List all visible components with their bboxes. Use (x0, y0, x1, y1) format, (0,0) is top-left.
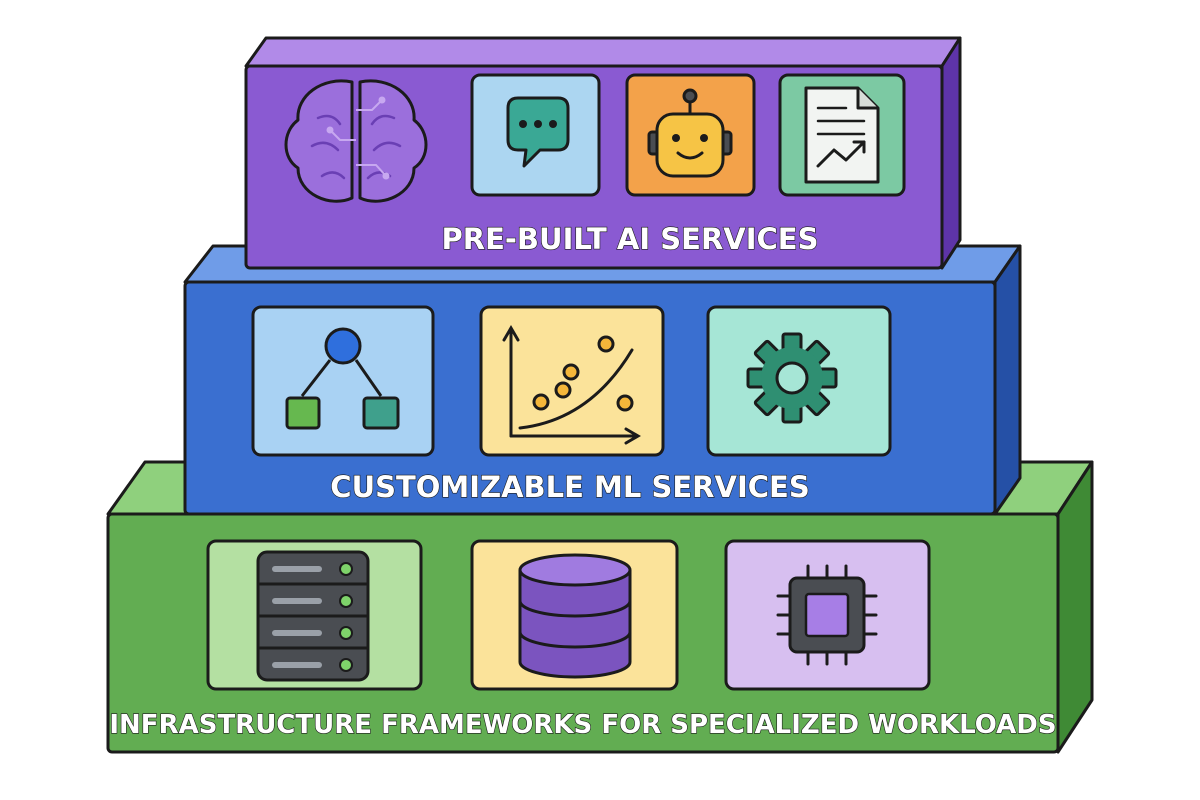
gear-tile (706, 305, 892, 457)
document-chart-icon (804, 86, 880, 184)
document-chart-tile (778, 73, 906, 197)
robot-icon (647, 88, 733, 178)
hierarchy-icon (285, 327, 400, 430)
chat-bubble-tile (470, 73, 601, 197)
layer-prebuilt-ai-label: PRE-BUILT AI SERVICES (442, 222, 819, 256)
layer-prebuilt-ai-top-face (244, 36, 962, 68)
server-icon (256, 550, 370, 682)
database-tile (470, 539, 679, 691)
layer-customizable-ml: CUSTOMIZABLE ML SERVICES (183, 244, 1022, 516)
layer-customizable-ml-side-face (993, 244, 1022, 516)
database-icon (518, 553, 632, 679)
processor-chip-icon (776, 564, 878, 666)
scatter-plot-tile (479, 305, 665, 457)
layer-prebuilt-ai: PRE-BUILT AI SERVICES (244, 36, 962, 270)
gear-icon (746, 332, 838, 424)
server-tile (206, 539, 423, 691)
processor-chip-tile (724, 539, 931, 691)
brain-icon (284, 79, 428, 203)
layer-infrastructure-side-face (1056, 460, 1094, 754)
scatter-plot-icon (502, 325, 641, 445)
hierarchy-tile (251, 305, 435, 457)
layer-infrastructure: INFRASTRUCTURE FRAMEWORKS FOR SPECIALIZE… (106, 460, 1094, 754)
chat-bubble-icon (506, 96, 570, 168)
layer-customizable-ml-label: CUSTOMIZABLE ML SERVICES (330, 470, 809, 504)
layer-prebuilt-ai-side-face (940, 36, 962, 270)
robot-tile (625, 73, 756, 197)
layer-infrastructure-label: INFRASTRUCTURE FRAMEWORKS FOR SPECIALIZE… (109, 710, 1056, 740)
